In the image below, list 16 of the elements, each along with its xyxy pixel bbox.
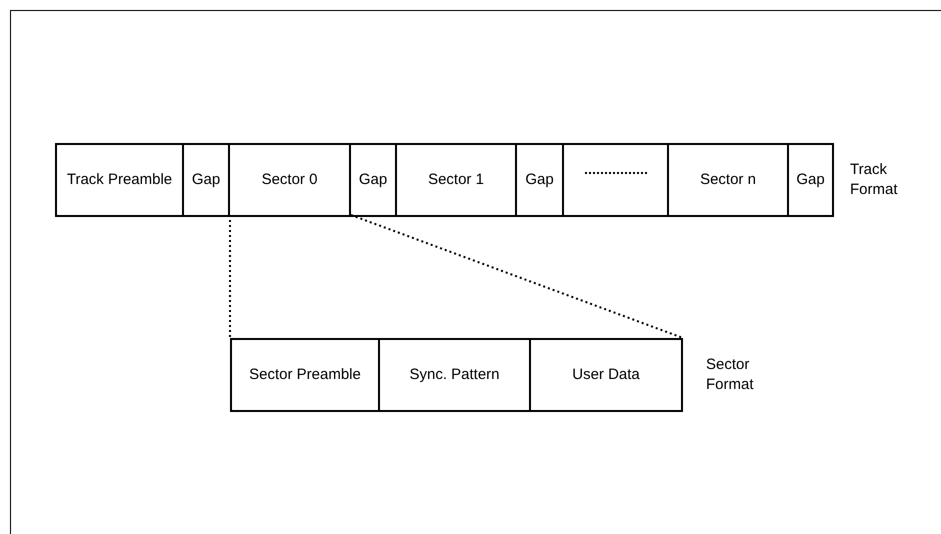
segment-label: Sector Preamble xyxy=(249,365,361,385)
format-bar xyxy=(230,338,683,412)
segment-label: Gap xyxy=(796,170,825,190)
segment-label: Sector 1 xyxy=(428,170,484,190)
segment-label: User Data xyxy=(572,365,640,385)
segment-label: Gap xyxy=(358,170,388,190)
segment-label: Gap xyxy=(525,170,554,190)
dotted-connector xyxy=(350,214,684,339)
segment-label: Sync. Pattern xyxy=(409,365,500,385)
segment-label: Sector 0 xyxy=(262,170,318,190)
segment-label: Sector n xyxy=(700,170,756,190)
format-caption: Track Format xyxy=(850,160,899,200)
format-caption: Sector Format xyxy=(706,355,755,395)
format-bar xyxy=(55,143,834,217)
segment-label: Track Preamble xyxy=(66,170,172,190)
segment-label: Gap xyxy=(192,170,220,190)
